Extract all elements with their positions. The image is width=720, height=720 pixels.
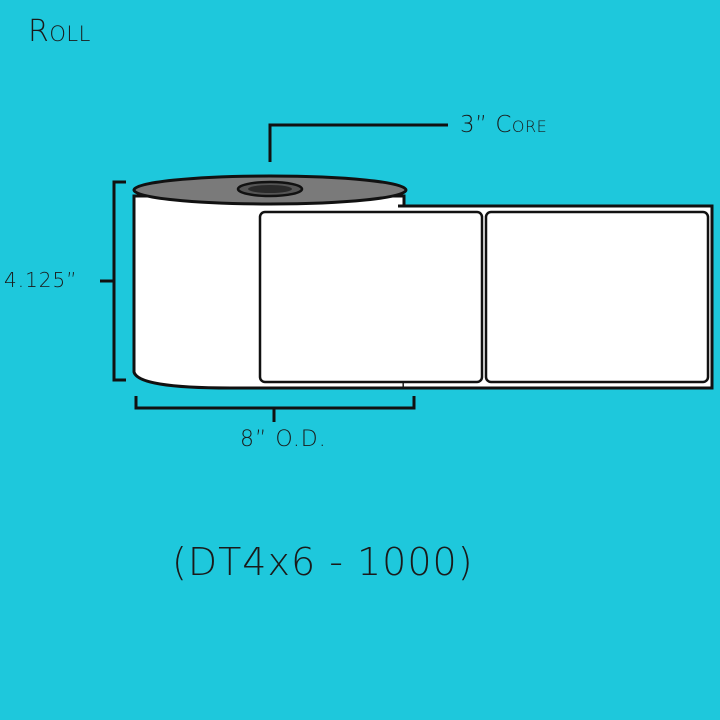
label-2	[484, 210, 710, 384]
page-title: Roll	[28, 14, 91, 49]
sku-label: (DT4x6 - 1000)	[172, 540, 474, 584]
height-bracket	[100, 180, 126, 382]
outer-diameter-label: 8” O.D.	[240, 427, 327, 452]
height-label: 4.125”	[4, 268, 78, 292]
core-label: 3” Core	[460, 112, 548, 138]
core-inner	[248, 185, 292, 193]
core-leader-line	[268, 123, 448, 162]
label-1	[258, 210, 484, 384]
diameter-bracket	[134, 396, 416, 422]
